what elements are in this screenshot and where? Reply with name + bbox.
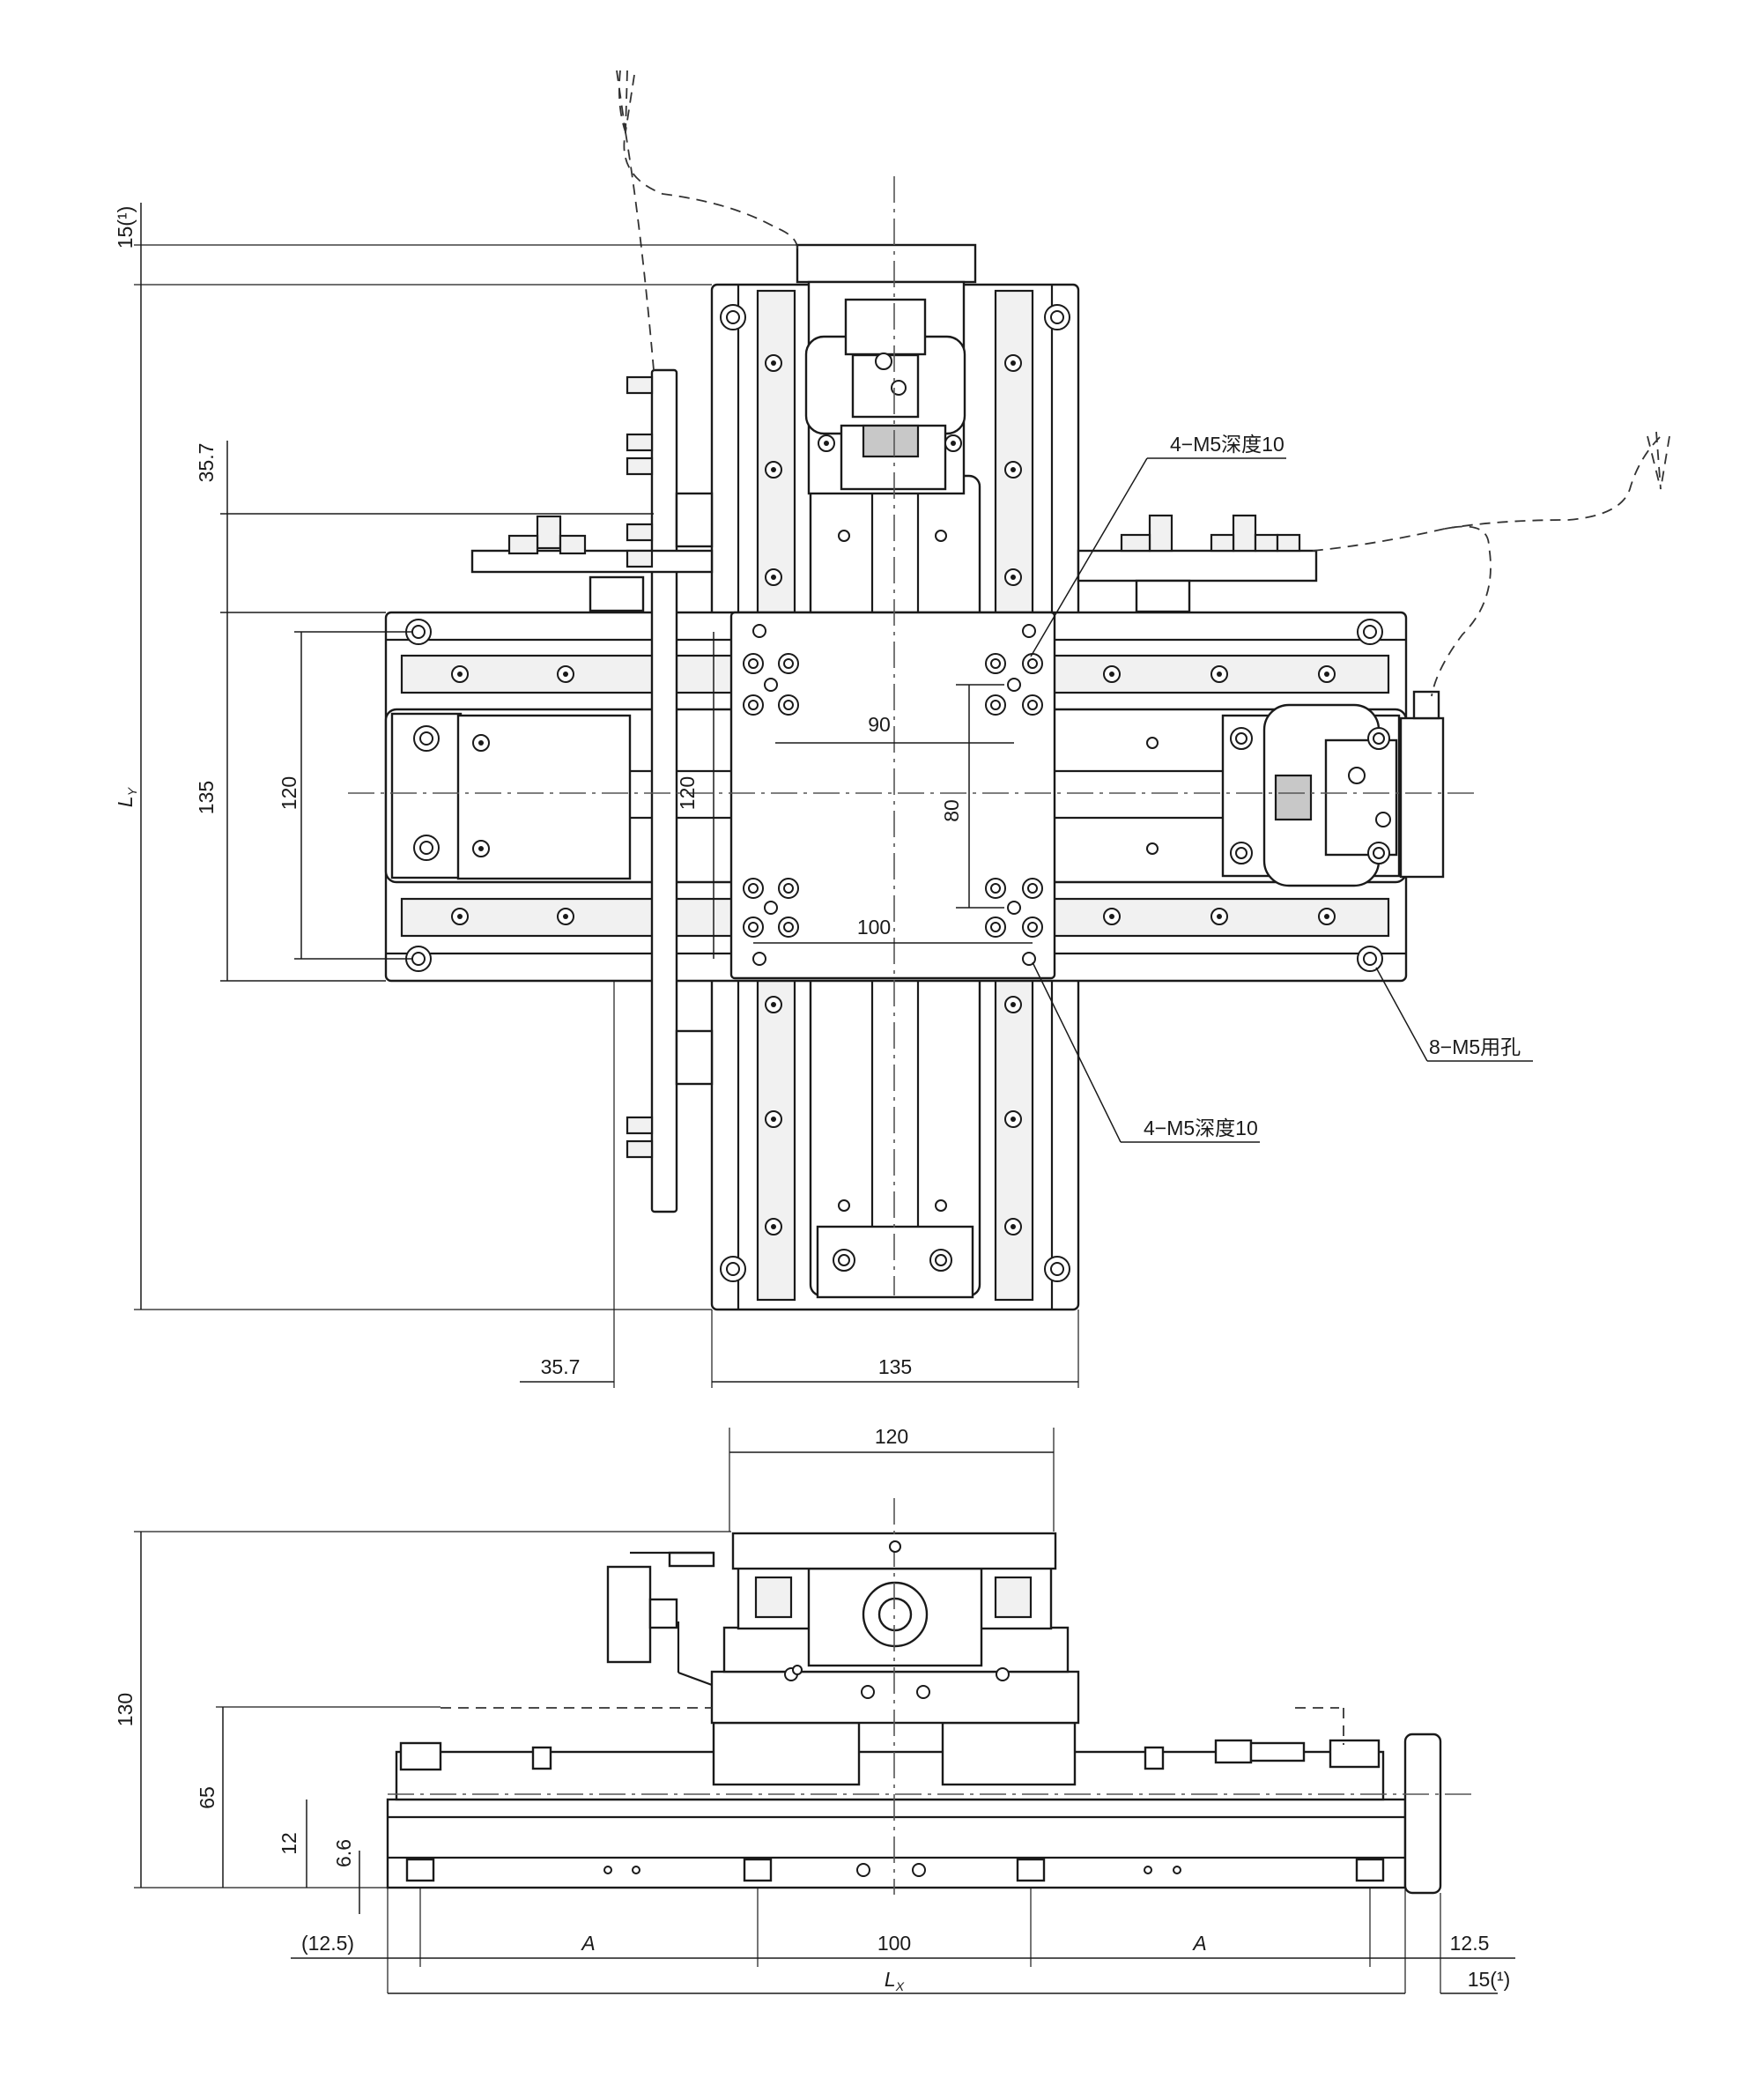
y-motor-cap [796,243,977,284]
dim-side-table-width: 120 [875,1425,908,1448]
dim-bottom-width-h: 135 [878,1355,912,1378]
y-coupler-core [862,424,920,458]
carriage-block-left [712,1721,861,1786]
side-view [134,1428,1515,1994]
x-cable [1312,525,1492,697]
callout-mount-holes: 8−M5用孔 [1429,1035,1521,1058]
y-sensor-block [844,298,927,356]
dim-hole-pitch-x: 90 [868,713,891,736]
dim-pitch-a-right: A [1191,1932,1206,1955]
x-base [386,1798,1407,1889]
dim-side-height-base: 65 [196,1786,218,1809]
sensor-bar-left [650,368,678,1213]
x-coupler-core [1274,774,1313,821]
sensor-block-top [589,575,645,612]
dim-end-left: (12.5) [301,1932,354,1955]
dim-top-overhang: 15(¹) [114,206,137,249]
dim-side-66: 6.6 [332,1839,355,1867]
top-view [134,70,1670,1388]
dim-pitch-100: 100 [877,1932,911,1955]
labels: 15(¹) LY 35.7 135 120 120 90 80 100 4−M5… [114,206,1521,1993]
callout-top-right-holes: 4−M5深度10 [1170,433,1284,456]
dim-right-overhang: 15(¹) [1468,1968,1511,1991]
x-end-cap [399,1741,442,1771]
sensor-arm-right [1077,549,1318,583]
x-rail-bolts [451,665,1336,925]
dim-table-inner-v: 120 [676,776,699,810]
x-motor-side [1403,1733,1442,1895]
dim-lx: LX [885,1968,905,1993]
sensor-block-low [675,1029,714,1086]
x-sensor-body [1324,738,1398,857]
callout-bottom-right-holes: 4−M5深度10 [1144,1117,1258,1139]
dim-pitch-a-left: A [580,1932,595,1955]
sensor-block-mid [675,492,714,548]
y-base-side [710,1670,1080,1725]
dim-side-12: 12 [278,1832,300,1855]
x-connector [1412,690,1440,720]
top-table [729,611,1056,980]
sensor-arm-top [470,549,714,574]
dim-ly: LY [114,786,139,807]
x-motor-flange [1399,716,1445,879]
sensor-side [606,1565,652,1664]
dim-left-inner-v: 120 [278,776,300,810]
dim-left-offset-v: 35.7 [195,443,218,483]
dim-hole-pitch-y: 80 [940,799,963,822]
y-rail-bolts [765,354,1022,1236]
dim-bottom-offset-h: 35.7 [541,1355,581,1378]
sensor-block-right [1135,579,1191,613]
table-tapped-holes [743,624,1043,966]
dim-table-pitch-x: 100 [857,916,891,939]
carriage-block-right [941,1721,1077,1786]
dim-left-width-v: 135 [195,781,218,814]
dim-end-right: 12.5 [1450,1932,1490,1955]
dim-side-height-total: 130 [114,1693,137,1726]
y-cable [618,70,798,249]
